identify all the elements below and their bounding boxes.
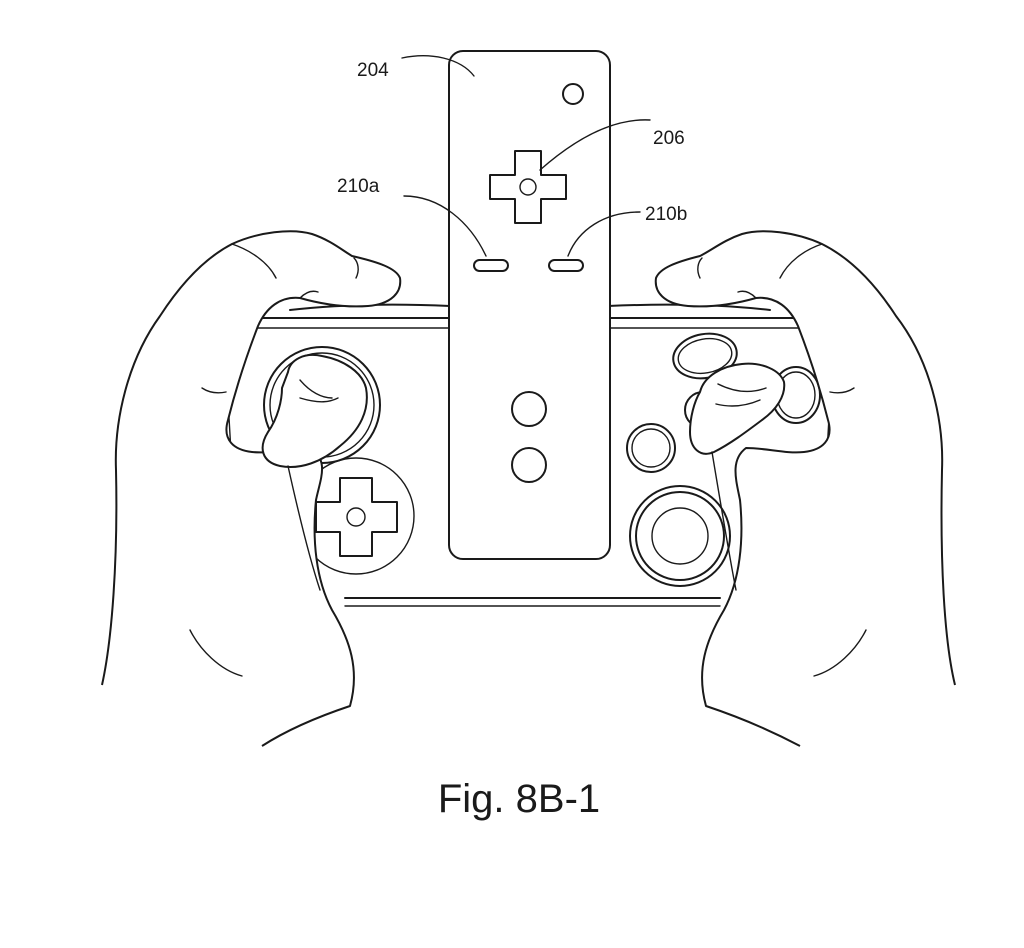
- button-210b: [548, 259, 584, 272]
- remote-dpad: [489, 150, 567, 224]
- label-210a: 210a: [337, 176, 380, 197]
- right-analog-stick: [629, 485, 731, 587]
- left-hand: [101, 230, 402, 747]
- label-204: 204: [357, 60, 389, 81]
- button-210a: [473, 259, 509, 272]
- leader-lines: [401, 55, 651, 257]
- face-buttons: [626, 332, 821, 473]
- label-210b: 210b: [645, 204, 687, 225]
- label-206: 206: [653, 128, 685, 149]
- figure-caption: Fig. 8B-1: [438, 777, 600, 821]
- right-hand: [654, 230, 956, 747]
- remote-controller: [448, 50, 611, 560]
